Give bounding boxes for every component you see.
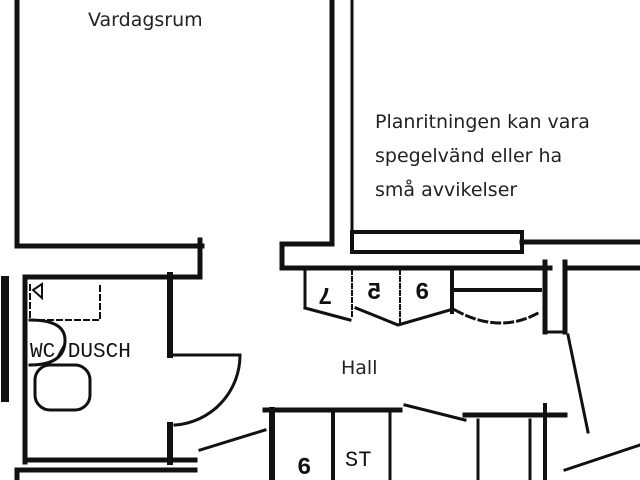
toilet xyxy=(33,363,92,412)
closet-door-swing xyxy=(452,307,543,325)
note-line: små avvikelser xyxy=(375,179,518,201)
note-line: Planritningen kan vara xyxy=(375,111,590,133)
sink xyxy=(28,318,67,367)
door xyxy=(198,428,267,452)
door xyxy=(566,333,590,434)
room-label-living-room: Vardagsrum xyxy=(88,9,203,31)
door-swing xyxy=(173,353,242,427)
door xyxy=(403,403,467,422)
kitchen-counter xyxy=(350,230,524,254)
closet-number: 6 xyxy=(415,280,430,307)
closet-number: 5 xyxy=(367,280,382,307)
closet-number: 7 xyxy=(318,280,333,307)
door xyxy=(563,443,640,472)
room-label-hall: Hall xyxy=(341,357,378,379)
shower-head xyxy=(31,282,43,301)
closet-doors xyxy=(303,306,452,327)
shower-area xyxy=(29,284,101,321)
room-label-bathroom: WC/DUSCH xyxy=(30,341,131,364)
bottom-number: 6 xyxy=(297,455,312,480)
disclaimer-note: Planritningen kan vara spegelvänd eller … xyxy=(375,105,590,207)
room-label-storage: ST xyxy=(345,448,372,473)
note-line: spegelvänd eller ha xyxy=(375,145,563,167)
